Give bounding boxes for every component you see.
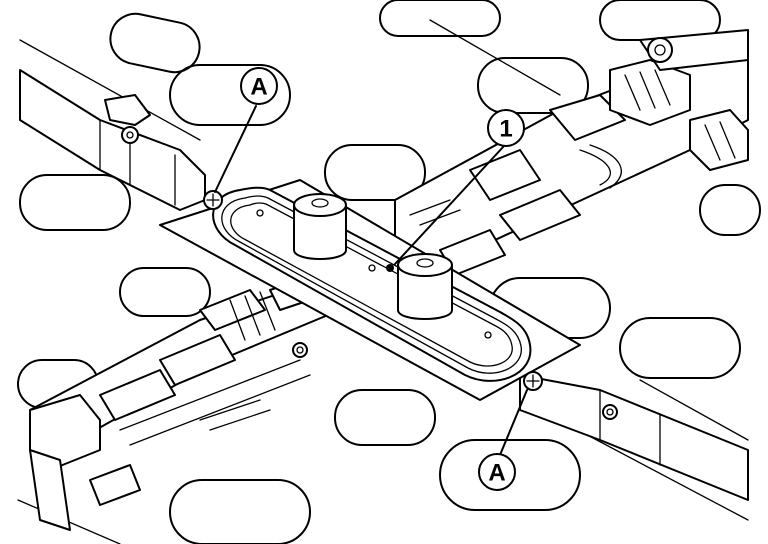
lower-left-connector-assembly <box>29 279 341 531</box>
upper-right-connector-assembly <box>394 29 749 276</box>
panel-oval-cutouts <box>17 0 761 544</box>
leader-lines <box>214 105 528 456</box>
callout-a-bottom-label: A <box>488 460 505 487</box>
lower-right-rail <box>519 374 749 501</box>
fastener-bottom <box>523 371 543 391</box>
callout-a-bottom: A <box>478 453 516 491</box>
fastener-top <box>203 190 223 210</box>
callout-1: 1 <box>487 109 525 147</box>
callout-a-top: A <box>240 67 278 105</box>
gasket-plate <box>159 179 581 401</box>
callout-1-label: 1 <box>499 116 512 143</box>
callout-a-top-label: A <box>250 74 267 101</box>
cylindrical-spacers <box>293 193 453 320</box>
